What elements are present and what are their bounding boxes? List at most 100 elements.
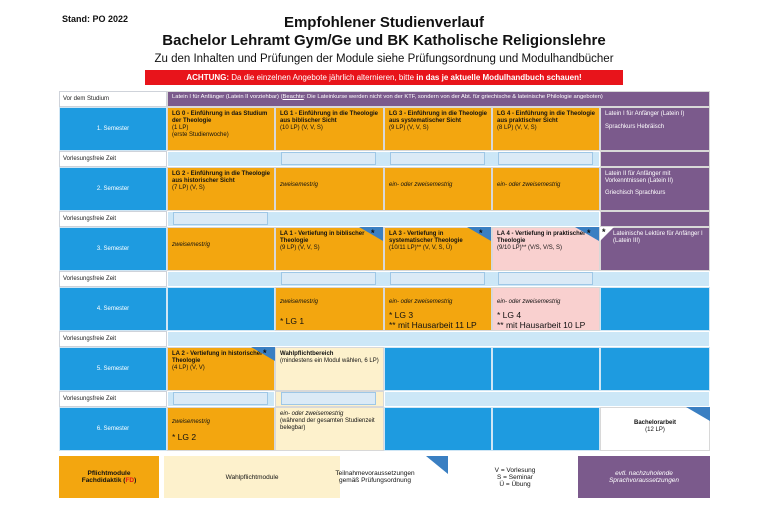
la2-zweisem: zweisemestrig	[172, 419, 211, 425]
latein-banner-b: Beachte	[282, 94, 304, 100]
griech-label: Griechisch Sprachkurs	[605, 190, 666, 196]
star-la3: *	[479, 228, 483, 238]
legend-fd-c: )	[134, 477, 137, 484]
lekt-title: Lateinische Lektüre für Anfänger I (Late…	[613, 231, 703, 244]
row-label-sem3: 3. Semester	[59, 227, 167, 271]
legend-abk-u: Ü = Übung	[499, 480, 531, 488]
wahl-cont: ein- oder zweisemestrig(während der gesa…	[275, 407, 384, 451]
star-la1: *	[371, 228, 375, 238]
la3-einzwei: ein- oder zweisemestrig	[389, 299, 453, 305]
lg3-lp: (9 LP) (V, V, S)	[389, 125, 429, 131]
row-label-sem6: 6. Semester	[59, 407, 167, 451]
page-title: Empfohlener Studienverlauf	[283, 14, 485, 31]
la1-title: LA 1 - Vertiefung in biblischer Theologi…	[280, 231, 365, 244]
la3-cont: ein- oder zweisemestrig * LG 3** mit Haus…	[384, 287, 492, 331]
la2-title: LA 2 - Vertiefung in historischer Theolo…	[172, 351, 263, 364]
row-label-sem5: 5. Semester	[59, 347, 167, 391]
module-lg4: LG 4 - Einführung in die Theologie aus p…	[492, 107, 600, 151]
latein-banner-c: : Die Lateinkurse werden nicht von der K…	[303, 94, 603, 100]
row-label-vfz1: Vorlesungsfreie Zeit	[59, 151, 167, 167]
lg1-title: LG 1 - Einführung in die Theologie aus b…	[280, 111, 378, 124]
legend-fd: Fachdidaktik (FD)	[82, 477, 137, 484]
module-wahlpflicht: Wahlpflichtbereich(mindestens ein Modul …	[275, 347, 384, 391]
warning-label: ACHTUNG:	[186, 73, 230, 82]
la3-hausarbeit: ** mit Hausarbeit 11 LP	[389, 320, 477, 330]
lg4-lp: (8 LP) (V, V, S)	[497, 125, 537, 131]
la4-hausarbeit: ** mit Hausarbeit 10 LP	[497, 320, 586, 330]
sem5-empty-a	[384, 347, 492, 391]
vfz3-box-la3	[390, 272, 485, 285]
sem4-empty-right	[600, 287, 710, 331]
module-latein2: Latein II für Anfänger mit Vorkenntnisse…	[600, 167, 710, 211]
lg1-lp: (10 LP) (V, V, S)	[280, 125, 323, 131]
warning-text: Da die einzelnen Angebote jährlich alter…	[229, 73, 417, 82]
lg4-title: LG 4 - Einführung in die Theologie aus p…	[497, 111, 595, 124]
la1-ref: * LG 1	[280, 316, 305, 326]
lg3-cont: ein- oder zweisemestrig	[384, 167, 492, 211]
legend-fd-a: Fachdidaktik (	[81, 477, 126, 484]
la4-cont: ein- oder zweisemestrig* LG 4** mit Haus…	[492, 287, 600, 331]
legend-abk-s: S = Seminar	[497, 473, 533, 481]
la1-lp: (9 LP) (V, V, S)	[280, 245, 320, 251]
sem6-empty-a	[384, 407, 492, 451]
vfz1-box-lg4	[498, 152, 593, 165]
lg4-einzwei: ein- oder zweisemestrig	[497, 182, 561, 188]
vfz1-purple	[600, 151, 710, 167]
legend-sprach: evtl. nachzuholende Sprachvoraussetzunge…	[578, 456, 710, 498]
vfz3-box-la4	[498, 272, 593, 285]
vfz5-band-b	[384, 391, 710, 407]
module-lg0: LG 0 - Einführung in das Studium der The…	[167, 107, 275, 151]
module-la4: LA 4 - Vertiefung in praktischer Theolog…	[492, 227, 600, 271]
vfz1-band	[167, 151, 600, 167]
module-lg1: LG 1 - Einführung in die Theologie aus b…	[275, 107, 384, 151]
wahl-note: (mindestens ein Modul wählen, 6 LP)	[280, 358, 379, 364]
la3-lp: (10/11 LP)** (V, V, S, Ü)	[389, 245, 453, 251]
row-label-sem1: 1. Semester	[59, 107, 167, 151]
legend-teiln: Teilnahmevoraussetzungen gemäß Prüfungso…	[335, 470, 415, 484]
sem6-empty-b	[492, 407, 600, 451]
vfz2-band	[167, 211, 600, 227]
la3-title: LA 3 - Vertiefung in systematischer Theo…	[389, 231, 463, 244]
row-label-sem2: 2. Semester	[59, 167, 167, 211]
sem5-empty-b	[492, 347, 600, 391]
lg2-zweisem: zweisemestrig	[172, 242, 211, 248]
row-label-vfz5: Vorlesungsfreie Zeit	[59, 391, 167, 407]
module-lg3: LG 3 - Einführung in die Theologie aus s…	[384, 107, 492, 151]
vfz5-box-la2	[173, 392, 268, 405]
row-label-vfz3: Vorlesungsfreie Zeit	[59, 271, 167, 287]
lg1-cont: zweisemestrig	[275, 167, 384, 211]
legend-wahl: Wahlpflichtmodule	[164, 456, 340, 498]
latein-banner: Latein I für Anfänger (Latein II vorzieh…	[167, 91, 710, 107]
warning-bold: in das je aktuelle Modulhandbuch schauen…	[416, 73, 582, 82]
row-label-sem4: 4. Semester	[59, 287, 167, 331]
module-la2: LA 2 - Vertiefung in historischer Theolo…	[167, 347, 275, 391]
lg1-zweisem: zweisemestrig	[280, 182, 319, 188]
star-la2: *	[263, 348, 267, 358]
legend-abbrev: V = Vorlesung S = Seminar Ü = Übung	[470, 456, 560, 498]
lg2-title: LG 2 - Einführung in die Theologie aus h…	[172, 171, 270, 184]
vfz2-purple	[600, 211, 710, 227]
la4-ref: * LG 4	[497, 310, 522, 320]
lg3-einzwei: ein- oder zweisemestrig	[389, 182, 453, 188]
row-label-vfz4: Vorlesungsfreie Zeit	[59, 331, 167, 347]
warning-banner: ACHTUNG: Da die einzelnen Angebote jährl…	[145, 70, 623, 85]
page-subtitle: Bachelor Lehramt Gym/Ge und BK Katholisc…	[162, 32, 606, 49]
la4-lp: (9/10 LP)** (V/S, V/S, S)	[497, 245, 563, 251]
lg2-cont: zweisemestrig	[167, 227, 275, 271]
la1-cont: zweisemestrig* LG 1	[275, 287, 384, 331]
vfz5-box-wahl	[281, 392, 376, 405]
la2-lp: (4 LP) (V, V)	[172, 365, 205, 371]
latein1-title: Latein I für Anfänger (Latein I)	[605, 111, 685, 117]
page-note: Zu den Inhalten und Prüfungen der Module…	[154, 53, 614, 65]
ba-title: Bachelorarbeit	[633, 420, 676, 426]
lg2-lp: (7 LP) (V, S)	[172, 185, 205, 191]
lg3-title: LG 3 - Einführung in die Theologie aus s…	[389, 111, 487, 124]
vfz4-band	[167, 331, 710, 347]
row-label-vfz2: Vorlesungsfreie Zeit	[59, 211, 167, 227]
module-bachelorarbeit: Bachelorarbeit(12 LP)	[600, 407, 710, 451]
legend-pflicht-label: Pflichtmodule	[87, 470, 131, 477]
lg4-cont: ein- oder zweisemestrig	[492, 167, 600, 211]
la3-ref: * LG 3	[389, 310, 414, 320]
hebr-label: Sprachkurs Hebräisch	[605, 124, 665, 130]
sem5-empty-c	[600, 347, 710, 391]
